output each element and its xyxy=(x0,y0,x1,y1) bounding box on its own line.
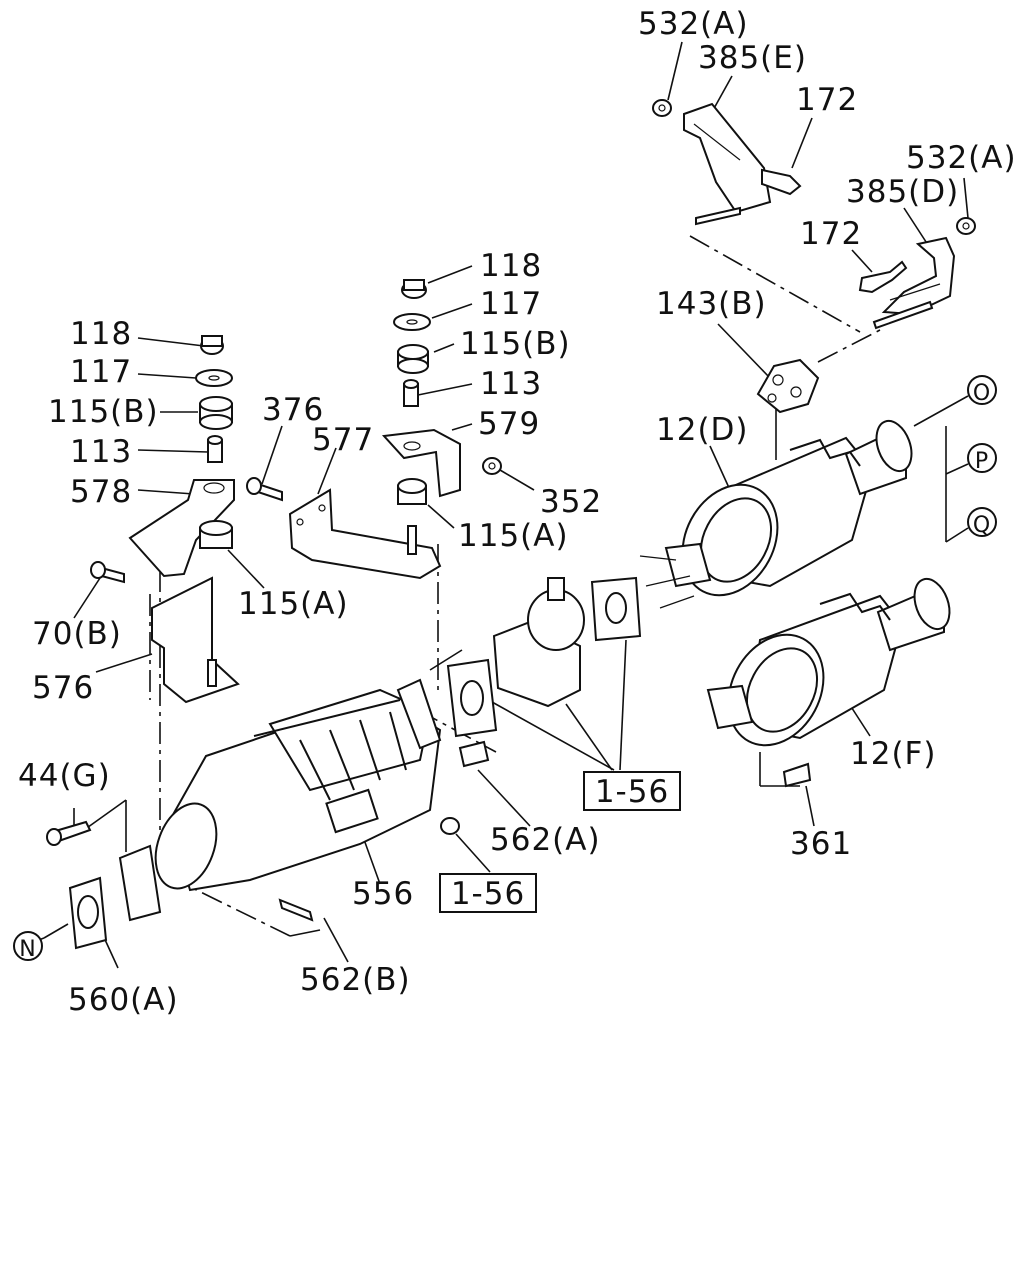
callout-172-top: 172 xyxy=(796,82,858,118)
callout-117-left: 117 xyxy=(70,354,132,390)
silencer-12d xyxy=(639,419,913,609)
marker-q-label: Q xyxy=(973,513,991,538)
callout-532a-top: 532(A) xyxy=(638,6,749,42)
gasket-560a xyxy=(68,876,108,950)
marker-q: Q xyxy=(967,507,997,538)
callout-562b: 562(B) xyxy=(300,962,411,998)
marker-p: P xyxy=(967,443,997,474)
callout-560a: 560(A) xyxy=(68,982,179,1018)
silencer-12f xyxy=(706,577,951,788)
callout-579: 579 xyxy=(478,406,540,442)
bolts xyxy=(46,820,92,846)
marker-p-label: P xyxy=(975,449,989,474)
callout-115a-left: 115(A) xyxy=(238,586,349,622)
callout-578: 578 xyxy=(70,474,132,510)
callout-115a-center: 115(A) xyxy=(458,518,569,554)
callout-562a: 562(A) xyxy=(490,822,601,858)
ref-box-center[interactable]: 1-56 xyxy=(439,873,537,913)
ref-box-right-label: 1-56 xyxy=(595,774,669,810)
callout-532a-right: 532(A) xyxy=(906,140,1017,176)
callout-117-center: 117 xyxy=(480,286,542,322)
hanger-bracket-385d xyxy=(858,217,976,330)
callout-361: 361 xyxy=(790,826,852,862)
callout-118-left: 118 xyxy=(70,316,132,352)
valve-assembly xyxy=(446,576,642,738)
callout-143b: 143(B) xyxy=(656,286,767,322)
bracket-576 xyxy=(151,576,240,704)
callout-118-center: 118 xyxy=(480,248,542,284)
callout-385d: 385(D) xyxy=(846,174,959,210)
callout-70b: 70(B) xyxy=(32,616,122,652)
callout-12d: 12(D) xyxy=(656,412,749,448)
callout-12f: 12(F) xyxy=(850,736,936,772)
callout-576: 576 xyxy=(32,670,94,706)
marker-o-label: O xyxy=(973,381,991,406)
callout-577: 577 xyxy=(312,422,374,458)
callout-352: 352 xyxy=(540,484,602,520)
callout-113-center: 113 xyxy=(480,366,542,402)
callout-115b-center: 115(B) xyxy=(460,326,571,362)
dpf-assembly-556 xyxy=(118,678,490,922)
leader-lines xyxy=(27,41,969,969)
marker-o: O xyxy=(967,375,997,406)
hanger-bracket-385e xyxy=(652,99,802,226)
center-mount-stack xyxy=(381,279,502,505)
bracket-577 xyxy=(246,477,442,580)
marker-n-label: N xyxy=(19,937,36,962)
callout-556: 556 xyxy=(352,876,414,912)
callout-labels: 532(A) 385(E) 172 532(A) 385(D) 172 143(… xyxy=(18,6,1017,1018)
callout-385e: 385(E) xyxy=(698,40,807,76)
left-mount-stack xyxy=(90,335,235,584)
rubber-hanger-143b xyxy=(756,358,820,414)
ref-box-center-label: 1-56 xyxy=(451,876,525,912)
callout-172-mid: 172 xyxy=(800,216,862,252)
callout-113-left: 113 xyxy=(70,434,132,470)
callout-115b-left: 115(B) xyxy=(48,394,159,430)
marker-n: N xyxy=(13,931,43,962)
callout-44g: 44(G) xyxy=(18,758,111,794)
callout-376: 376 xyxy=(262,392,324,428)
ref-box-right[interactable]: 1-56 xyxy=(583,771,681,811)
